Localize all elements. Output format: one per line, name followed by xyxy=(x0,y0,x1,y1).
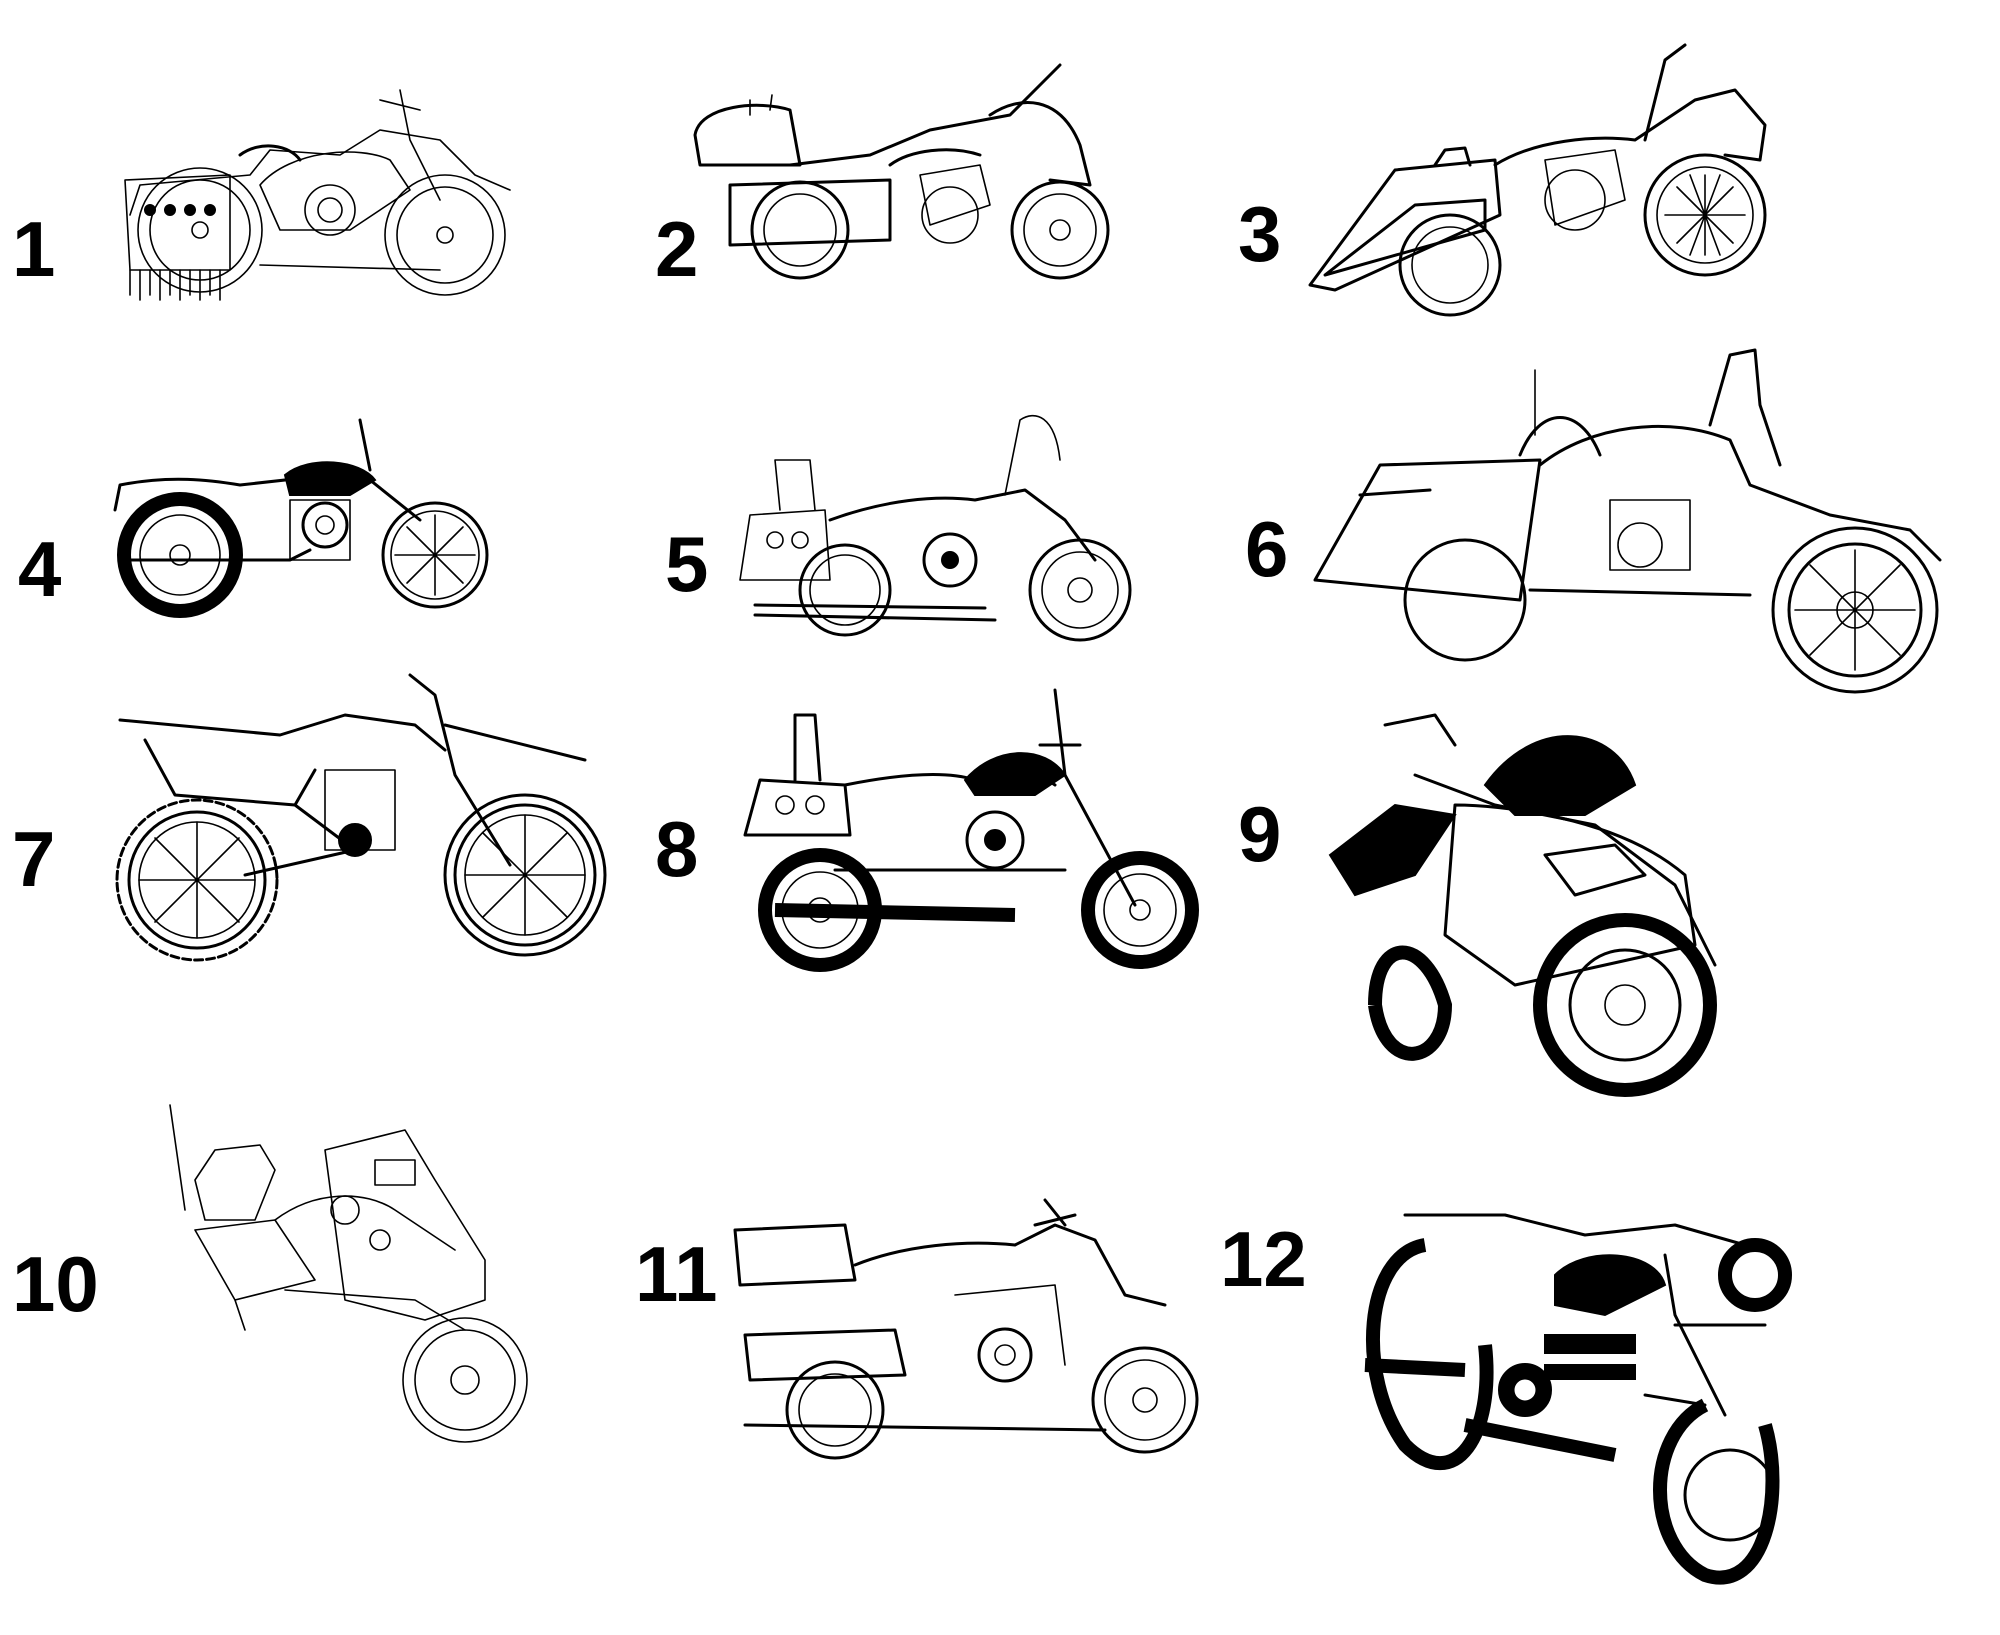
motorcycle-3-illustration xyxy=(1308,43,1767,317)
item-number-7: 7 xyxy=(12,815,56,903)
motorcycle-8-illustration xyxy=(743,688,1199,972)
motorcycle-1-illustration xyxy=(124,89,511,301)
motorcycle-11-illustration xyxy=(733,1198,1199,1460)
item-number-9: 9 xyxy=(1238,790,1282,878)
item-number-2: 2 xyxy=(655,205,699,293)
item-number-6: 6 xyxy=(1245,505,1289,593)
motorcycle-9-illustration xyxy=(1328,713,1717,1097)
motorcycle-10-illustration xyxy=(169,1104,528,1443)
item-number-8: 8 xyxy=(655,805,699,893)
motorcycle-6-illustration xyxy=(1313,348,1942,694)
item-number-11: 11 xyxy=(635,1230,718,1318)
motorcycle-12-illustration xyxy=(1364,1213,1792,1585)
motorcycle-7-illustration xyxy=(115,673,607,962)
item-number-10: 10 xyxy=(12,1240,99,1328)
motorcycle-2-illustration xyxy=(693,63,1110,280)
item-number-12: 12 xyxy=(1220,1215,1307,1303)
motorcycle-5-illustration xyxy=(739,414,1132,642)
item-number-5: 5 xyxy=(665,520,709,608)
item-number-3: 3 xyxy=(1238,190,1282,278)
motorcycle-4-illustration xyxy=(113,418,489,618)
item-number-4: 4 xyxy=(18,525,62,613)
item-number-1: 1 xyxy=(12,205,56,293)
